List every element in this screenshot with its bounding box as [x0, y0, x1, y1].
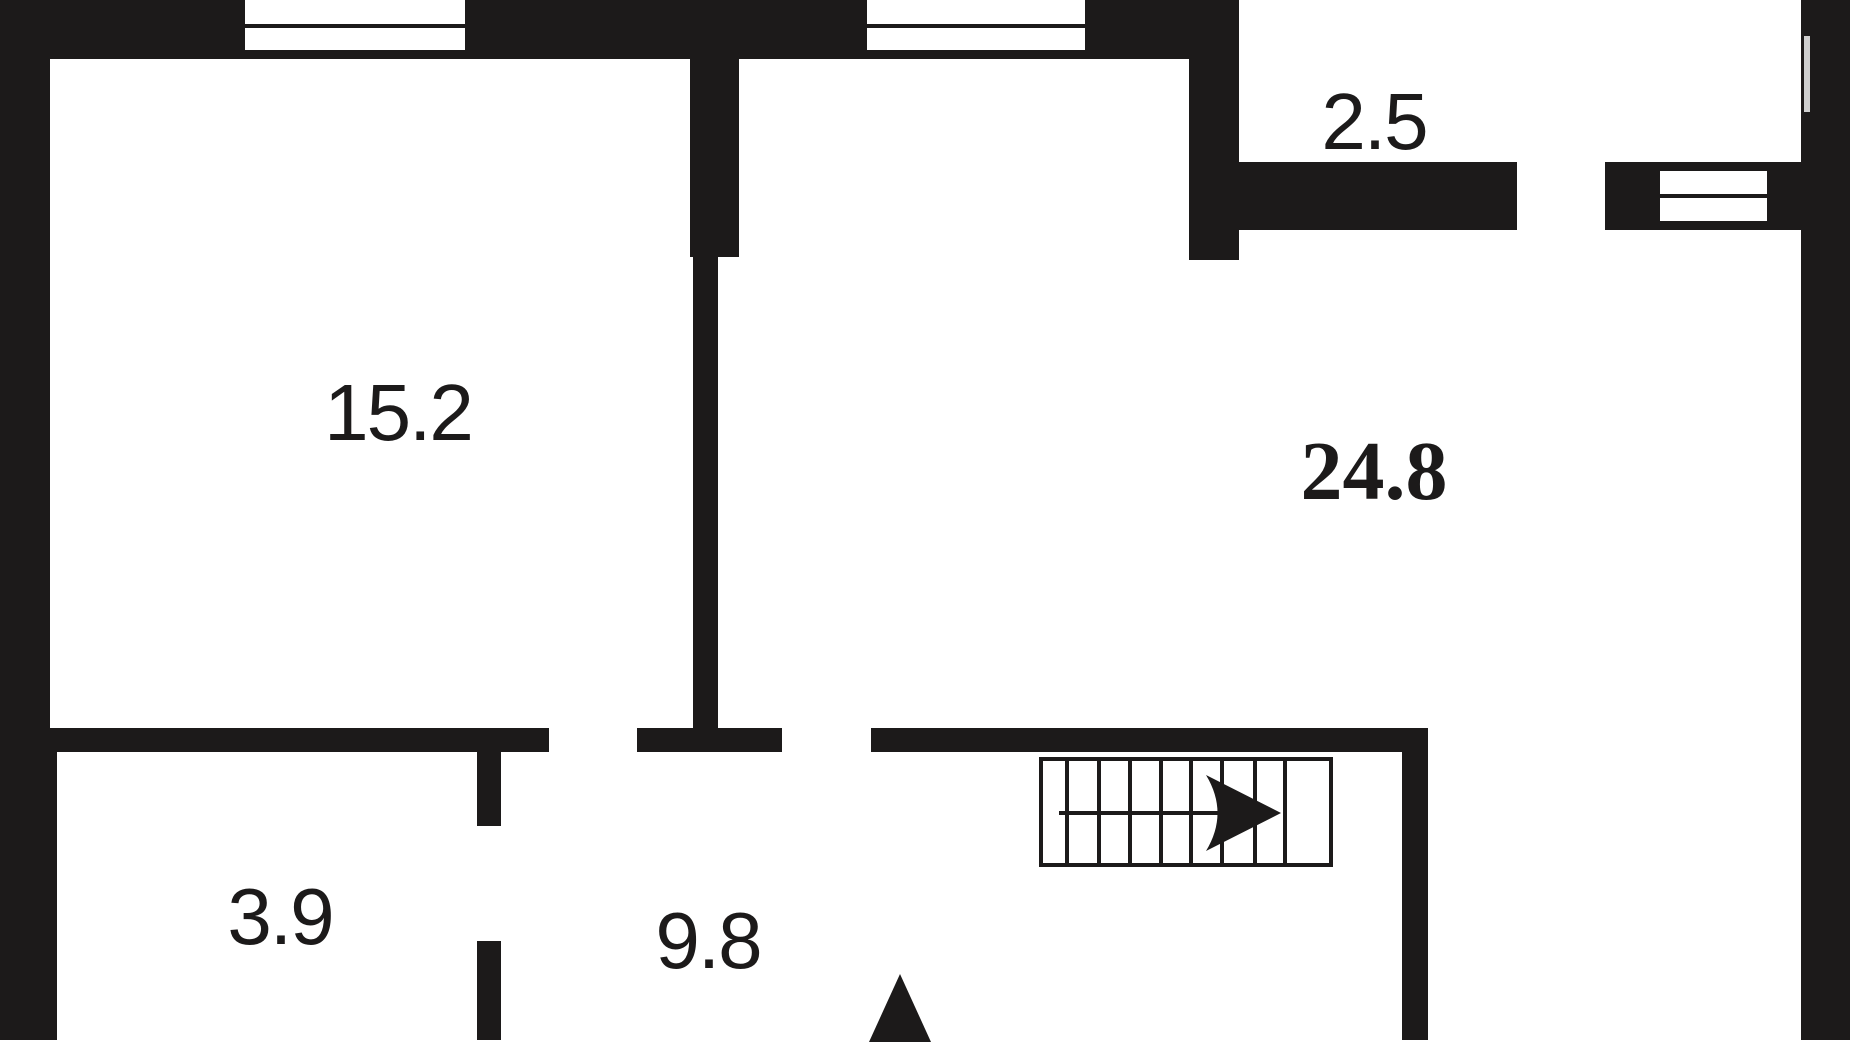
wall-horizontal-upper-right — [1189, 162, 1517, 230]
wall-right — [1801, 0, 1850, 1040]
wall-middle-right — [871, 728, 1428, 752]
room-area-label-15-2: 15.2 — [324, 368, 474, 457]
wall-partition-thick — [690, 40, 739, 257]
staircase-icon — [1039, 757, 1333, 867]
entrance-arrow-icon — [869, 974, 931, 1042]
wall-middle-center — [637, 728, 782, 752]
wall-left-upper — [0, 0, 50, 752]
wall-stub-upper — [477, 740, 501, 826]
room-area-label-9-8: 9.8 — [655, 896, 762, 985]
window-top-left — [245, 0, 465, 50]
window-pane-divider — [245, 24, 465, 28]
window-right — [1660, 171, 1767, 221]
room-area-label-2-5: 2.5 — [1321, 77, 1428, 166]
window-top-center — [867, 0, 1085, 50]
wall-middle-left — [50, 728, 549, 752]
wall-stair-right — [1402, 728, 1428, 1040]
window-pane-divider — [1660, 194, 1767, 198]
room-area-label-24-8: 24.8 — [1300, 425, 1448, 518]
wall-partition-thin — [693, 250, 718, 732]
wall-stub-lower — [477, 941, 501, 1040]
wall-right-edge-mark — [1804, 36, 1810, 112]
wall-left-lower — [0, 728, 57, 1040]
window-pane-divider — [867, 24, 1085, 28]
room-area-label-3-9: 3.9 — [227, 872, 334, 961]
